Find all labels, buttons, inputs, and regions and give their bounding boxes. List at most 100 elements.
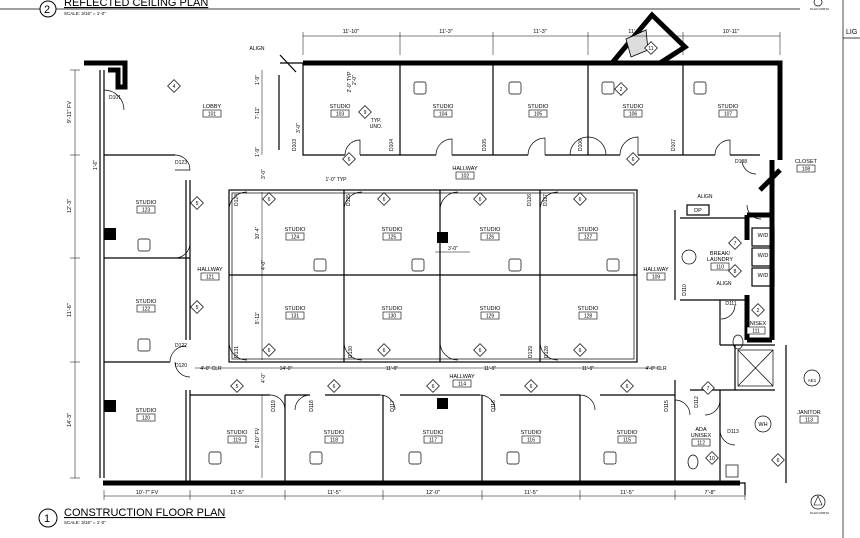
- keynote-tag: [524, 379, 538, 393]
- room-name: STUDIO: [578, 227, 600, 233]
- keynote-tag-text: 6: [479, 197, 482, 203]
- door-tag: D110: [682, 284, 688, 296]
- room-name: STUDIO: [330, 104, 352, 110]
- inner-dimension: 3'-0": [261, 169, 267, 179]
- keynote-tag: [728, 264, 742, 278]
- room-number: 120: [142, 416, 151, 422]
- keynote-tag-text: 6: [348, 157, 351, 163]
- keynote-tag: [230, 379, 244, 393]
- room-name: STUDIO: [480, 227, 502, 233]
- room-number-box: [646, 272, 666, 281]
- keynote-tag-text: 7: [734, 241, 737, 247]
- keynote-tag: [262, 192, 276, 206]
- room-number: 106: [629, 112, 638, 118]
- keynote-tag-text: 5: [196, 201, 199, 207]
- room-number-box: [382, 232, 402, 241]
- room-number: 102: [461, 174, 470, 180]
- bottom-dimension: 10'-7" FV: [136, 490, 159, 496]
- keynote-tag: [358, 105, 372, 119]
- room-number: 122: [142, 307, 151, 313]
- section-marker: [803, 369, 821, 387]
- room-name: STUDIO: [136, 299, 158, 305]
- title-construction: 1 CONSTRUCTION FLOOR PLAN SCALE: 3/16" =…: [38, 507, 225, 528]
- water-heater-symbol: [754, 415, 772, 433]
- keynote-tag-text: 6: [268, 197, 271, 203]
- room-number-box: [746, 326, 766, 335]
- inner-dimension: 2'-0" TYP: [347, 71, 353, 93]
- room-number: 116: [527, 438, 535, 444]
- keynote-tag: [620, 379, 634, 393]
- room-number: 118: [330, 438, 338, 444]
- door-tag: D130: [348, 346, 354, 358]
- door-tag: D118: [309, 400, 315, 412]
- room-number-box: [799, 415, 819, 424]
- door-tag: D117: [390, 400, 396, 412]
- room-name: HALLWAY: [449, 374, 475, 380]
- title-bottom-scale: SCALE: 3/16" = 1'-0": [64, 520, 106, 525]
- room-number: 123: [142, 208, 151, 214]
- room-number-box: [718, 109, 738, 118]
- room-number-box: [617, 435, 637, 444]
- room-name: STUDIO: [423, 430, 445, 436]
- keynote-tag: [190, 300, 204, 314]
- north-arrow-top: PLAN NORTH: [810, 0, 829, 11]
- room-number-box: [480, 232, 500, 241]
- room-number-box: [691, 438, 711, 447]
- room-number: 115: [623, 438, 631, 444]
- title-bottom-number: 1: [44, 513, 50, 525]
- keynote-tag: [473, 192, 487, 206]
- bottom-dimension: 7'-8": [705, 490, 716, 496]
- room-name: STUDIO: [324, 430, 346, 436]
- top-dimension: 11'-3": [533, 29, 547, 35]
- bottom-dimension: 11'-5": [620, 490, 634, 496]
- room-number-box: [382, 311, 402, 320]
- room-number-box: [710, 262, 730, 271]
- fixture-symbol: [508, 258, 522, 272]
- room-name: STUDIO: [623, 104, 645, 110]
- typ-note: TYP.: [371, 118, 381, 124]
- door-tag: D104: [389, 139, 395, 151]
- inner-dimension: 9'-10" FV: [255, 427, 261, 448]
- bottom-dimension: 11'-5": [230, 490, 244, 496]
- inner-dimension: 1'-9": [255, 147, 261, 157]
- service-room-walls: [674, 204, 775, 483]
- keynote-tag: [728, 236, 742, 250]
- fixture-symbol: [601, 81, 615, 95]
- room-number-box: [136, 304, 156, 313]
- align-note: ALIGN: [697, 194, 712, 200]
- room-number: 113: [805, 418, 813, 424]
- inner-dimension: 10'-4": [255, 226, 261, 239]
- room-number: 103: [336, 112, 345, 118]
- left-room-walls: [104, 154, 191, 483]
- door-tag: D106: [578, 139, 584, 151]
- keynote-tag-text: 2: [757, 308, 760, 314]
- room-number: 111: [752, 329, 760, 335]
- room-number-box: [330, 109, 350, 118]
- bottom-dimension: 11'-5": [327, 490, 341, 496]
- keynote-tag: [705, 451, 719, 465]
- room-name: STUDIO: [285, 306, 307, 312]
- door-swings: [103, 89, 762, 446]
- room-name: BREAK/: [710, 251, 731, 257]
- keynote-tag-text: 6: [383, 197, 386, 203]
- keynote-tag-text: 4: [173, 84, 176, 90]
- keynote-tag: [167, 79, 181, 93]
- room-name: HALLWAY: [452, 166, 478, 172]
- inner-dimension: 9'-11": [255, 312, 261, 325]
- fixture-symbol: [309, 451, 323, 465]
- top-row-walls: [278, 63, 760, 156]
- keynote-tag: [327, 379, 341, 393]
- north-arrow-top-label: PLAN NORTH: [810, 7, 829, 11]
- fixture-symbol: [603, 451, 617, 465]
- fixture-symbol: [408, 451, 422, 465]
- title-top-number: 2: [44, 4, 50, 16]
- door-tag: D116: [491, 400, 497, 412]
- door-tag: D127: [543, 194, 549, 206]
- room-number-box: [285, 232, 305, 241]
- keynote-tag-text: 5: [236, 384, 239, 390]
- washer-dryer-label: W/D: [758, 273, 769, 279]
- room-number-box: [202, 109, 222, 118]
- align-note: ALIGN: [716, 281, 731, 287]
- room-number-box: [433, 109, 453, 118]
